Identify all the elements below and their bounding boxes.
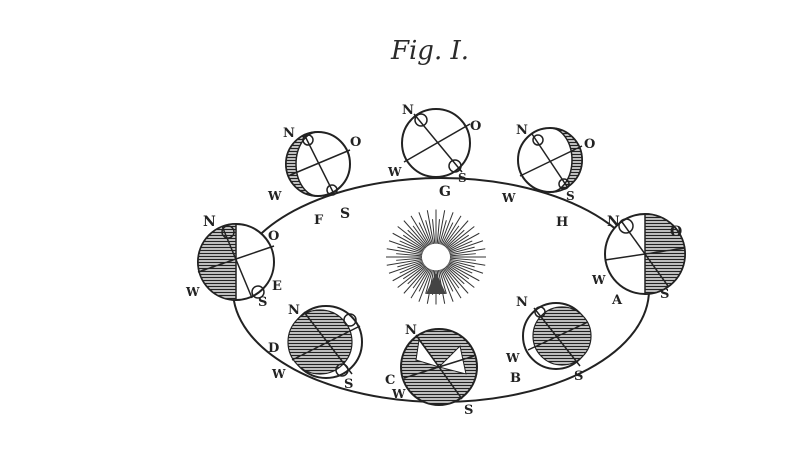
figure-title: Fig. I. <box>390 36 470 66</box>
globe-h <box>517 127 583 193</box>
orbit-point-a: A <box>611 293 623 308</box>
globe-e <box>197 223 275 301</box>
globe-c-n: N <box>405 323 417 338</box>
globe-h-o: O <box>584 137 595 152</box>
globe-g-s: S <box>458 171 467 185</box>
globe-f-o: O <box>350 135 361 150</box>
globe-h-s: S <box>566 189 575 203</box>
orbit-point-c: C <box>385 373 395 388</box>
globe-f-s: S <box>340 206 350 222</box>
orbit-point-e: E <box>272 279 282 294</box>
globe-d <box>287 305 363 379</box>
globe-h-n: N <box>516 123 528 138</box>
globe-a <box>604 213 686 295</box>
globe-a-n: N <box>607 214 620 230</box>
globe-a-o: O <box>670 224 682 240</box>
globe-b-n: N <box>516 295 528 310</box>
globe-e-w: W <box>185 285 200 299</box>
globe-d-n: N <box>288 303 300 318</box>
orbit-point-b: B <box>510 371 521 386</box>
globe-f-w: W <box>267 189 282 203</box>
globe-e-o: O <box>268 229 279 244</box>
globe-e-s: S <box>258 295 267 310</box>
globe-g-w: W <box>387 165 402 179</box>
globe-g <box>401 108 471 178</box>
globe-b-s: S <box>574 369 583 384</box>
orbit-point-h: H <box>556 215 568 230</box>
globe-a-w: W <box>591 273 606 287</box>
globe-f <box>285 131 351 197</box>
globe-g-o: O <box>470 119 481 134</box>
orbit-point-g: G <box>439 184 451 200</box>
globe-c-w: W <box>391 387 406 401</box>
globe-g-n: N <box>402 103 414 118</box>
globe-e-n: N <box>203 214 216 230</box>
globe-c <box>400 328 478 406</box>
globe-h-w: W <box>501 191 516 205</box>
globe-d-w: W <box>271 367 286 381</box>
orbit-point-d: D <box>268 341 279 356</box>
globe-b-w: W <box>505 351 520 365</box>
globe-f-n: N <box>283 126 295 141</box>
globe-a-s: S <box>660 287 669 302</box>
globe-c-s: S <box>464 403 473 418</box>
globe-b <box>522 302 592 370</box>
sun-icon <box>386 209 486 305</box>
globe-d-s: S <box>344 377 353 392</box>
orbit-point-f: F <box>314 213 324 228</box>
